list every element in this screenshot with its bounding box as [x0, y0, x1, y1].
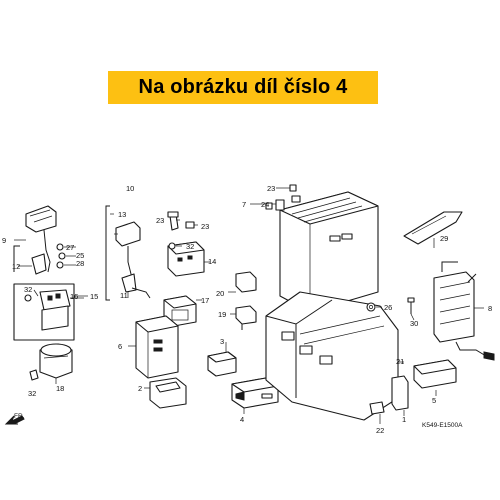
relay-20 — [235, 271, 257, 293]
callout-23-b: 23 — [201, 222, 209, 231]
callout-23-a: 23 — [156, 216, 164, 225]
callout-22: 22 — [376, 426, 384, 435]
bolt-31 — [407, 297, 415, 314]
callout-13: 13 — [118, 210, 126, 219]
leader-lines — [14, 187, 484, 424]
relay-17 — [163, 295, 197, 327]
callout-28: 27 — [66, 243, 74, 252]
callout-32-left-top: 32 — [24, 285, 32, 294]
callout-labels: 9 12 27 25 28 32 16 15 18 32 10 13 11 23… — [2, 184, 492, 435]
relay-3 — [207, 351, 237, 377]
callout-12: 12 — [12, 262, 20, 271]
washer-set-left — [56, 243, 66, 269]
callout-19: 19 — [218, 310, 226, 319]
callout-9: 9 — [2, 236, 6, 245]
fuse-holder — [39, 343, 73, 379]
battery-7 — [275, 191, 379, 313]
module-5 — [413, 359, 457, 389]
front-arrow — [4, 415, 25, 425]
front-label: FR. — [14, 413, 25, 420]
callout-24: 23 — [267, 184, 275, 193]
part-4 — [231, 377, 279, 409]
callout-21: 21 — [396, 357, 404, 366]
callout-20: 20 — [216, 289, 224, 298]
callout-7: 7 — [242, 200, 246, 209]
callout-2: 2 — [138, 384, 142, 393]
callout-14: 14 — [208, 257, 216, 266]
fuse-1 — [391, 375, 409, 411]
relay-19 — [235, 305, 257, 330]
callout-25: 24 — [261, 200, 269, 209]
callout-11: 11 — [120, 291, 128, 300]
label-22 — [369, 401, 385, 415]
callout-3: 3 — [220, 337, 224, 346]
regulator-8 — [433, 261, 495, 361]
starter-relay-assembly — [13, 283, 75, 341]
starter-relay-14 — [167, 241, 205, 277]
callout-16: 16 — [70, 292, 78, 301]
relay-harness-10 — [105, 205, 151, 301]
rubber-mount-2 — [149, 377, 187, 409]
callout-32-mid: 32 — [186, 242, 194, 251]
callout-17: 17 — [201, 296, 209, 305]
clip-32-mid — [168, 242, 176, 250]
callout-5: 5 — [432, 396, 436, 405]
clip-32-left — [29, 369, 39, 381]
control-unit-6 — [135, 315, 179, 379]
callout-26: 25 — [76, 251, 84, 260]
part-number-banner: Na obrázku díl číslo 4 — [108, 71, 378, 104]
callout-10: 10 — [126, 184, 134, 193]
callout-8: 8 — [488, 304, 492, 313]
callout-31: 30 — [410, 319, 418, 328]
callout-30: 29 — [440, 234, 448, 243]
diagram-code: K549-E1500A — [422, 422, 463, 429]
battery-band-30 — [403, 211, 463, 245]
callout-32-left-bottom: 32 — [28, 389, 36, 398]
banner-text: Na obrázku díl číslo 4 — [138, 76, 348, 98]
callout-6: 6 — [118, 342, 122, 351]
nut-27 — [366, 302, 376, 312]
battery-case-21 — [265, 291, 399, 421]
callout-15: 15 — [90, 292, 98, 301]
callout-4: 4 — [240, 415, 244, 424]
callout-29: 28 — [76, 259, 84, 268]
starter-cable-assembly — [13, 205, 57, 275]
bolt-23-a — [167, 211, 179, 231]
callout-27: 26 — [384, 303, 392, 312]
callout-1: 1 — [402, 415, 406, 424]
bolt-23-b — [185, 221, 195, 229]
callout-18: 18 — [56, 384, 64, 393]
